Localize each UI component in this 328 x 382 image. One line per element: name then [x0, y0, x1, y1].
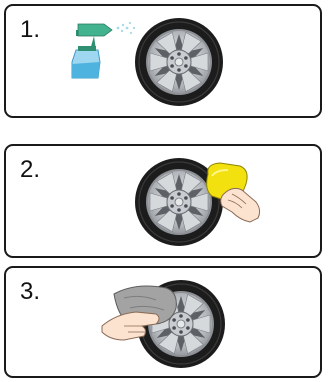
step-2-illustration [6, 146, 322, 258]
step-2-panel: 2. [4, 144, 322, 258]
hand-icon [221, 188, 260, 222]
spray-mist [117, 22, 136, 34]
step-3-panel: 3. [4, 266, 322, 378]
spray-bottle-icon [72, 24, 112, 78]
wheel-icon [135, 18, 223, 106]
step-1-panel: 1. [4, 4, 322, 118]
step-1-illustration [6, 6, 322, 118]
step-3-illustration [6, 268, 322, 378]
